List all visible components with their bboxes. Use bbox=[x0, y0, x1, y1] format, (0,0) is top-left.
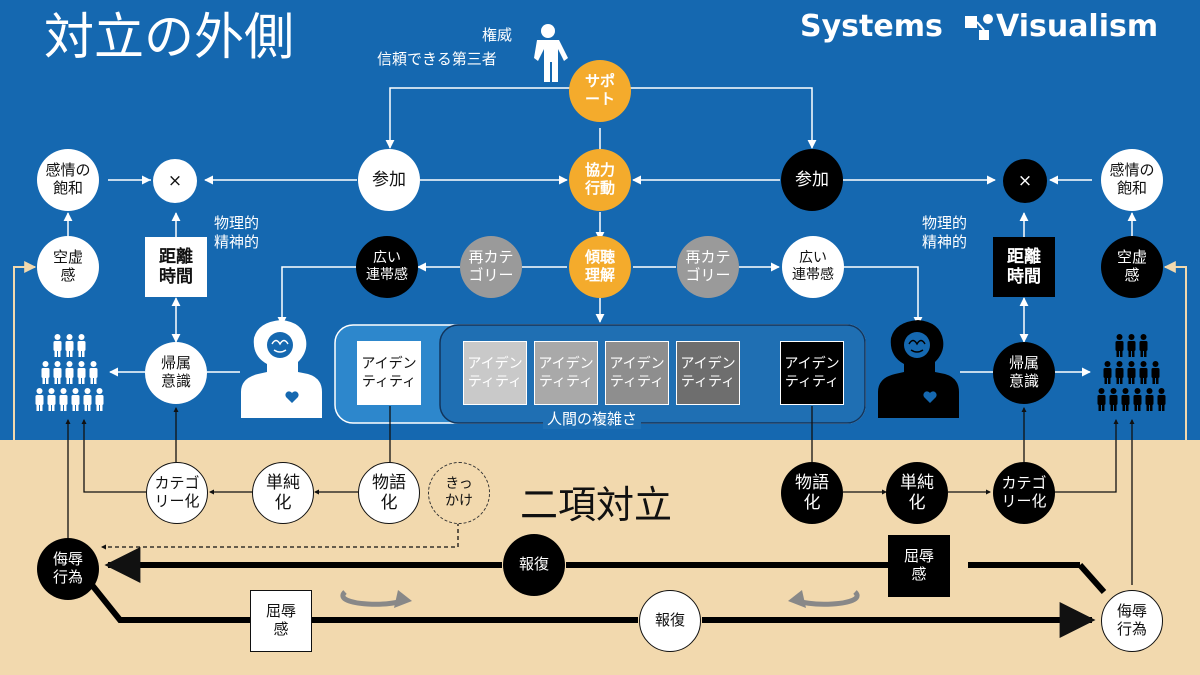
hofuku-top-node: 報復 bbox=[503, 534, 565, 596]
sanka-right-node: 参加 bbox=[781, 149, 843, 211]
kikkake-node: きっかけ bbox=[428, 462, 490, 524]
phys-left-label: 物理的精神的 bbox=[214, 214, 260, 251]
bujoku-right-node: 侮辱行為 bbox=[1101, 590, 1163, 652]
crowd-white-icon bbox=[32, 330, 107, 414]
hiroi-right-node: 広い連帯感 bbox=[782, 236, 844, 298]
page-title: 対立の外側 bbox=[44, 8, 294, 66]
brand-name-left: Systems bbox=[800, 9, 943, 44]
hiroi-left-node: 広い連帯感 bbox=[356, 236, 418, 298]
tanjun-right-node: 単純化 bbox=[886, 462, 948, 524]
authority-label-2: 信頼できる第三者 bbox=[377, 50, 497, 68]
hofuku-bottom-node: 報復 bbox=[639, 590, 701, 652]
category-right-node: カテゴリー化 bbox=[993, 462, 1055, 524]
bujoku-left-node: 侮辱行為 bbox=[37, 538, 99, 600]
person-standing-icon bbox=[534, 24, 568, 82]
identity-grey-box-4: アイデンティティ bbox=[676, 341, 740, 405]
head-brain-heart-white-icon bbox=[241, 320, 322, 418]
monogatari-right-node: 物語化 bbox=[781, 462, 843, 524]
keicho-node: 傾聴理解 bbox=[569, 236, 631, 298]
brand-name-right: Visualism bbox=[996, 9, 1159, 44]
identity-black-box: アイデンティティ bbox=[780, 341, 844, 405]
kizoku-right-node: 帰属意識 bbox=[993, 342, 1055, 404]
nikou-label: 二項対立 bbox=[520, 483, 673, 527]
kutsujoku-bottom-box: 屈辱感 bbox=[250, 590, 312, 652]
kukyo-right-node: 空虚感 bbox=[1101, 236, 1163, 298]
category-left-node: カテゴリー化 bbox=[146, 462, 208, 524]
sanka-left-node: 参加 bbox=[358, 149, 420, 211]
identity-white-box: アイデンティティ bbox=[357, 341, 421, 405]
monogatari-left-node: 物語化 bbox=[358, 462, 420, 524]
kyoryoku-node: 協力行動 bbox=[569, 149, 631, 211]
crowd-black-icon bbox=[1094, 330, 1169, 414]
tanjun-left-node: 単純化 bbox=[252, 462, 314, 524]
complexity-label: 人間の複雑さ bbox=[543, 410, 642, 429]
identity-grey-box-3: アイデンティティ bbox=[605, 341, 669, 405]
phys-right-label: 物理的精神的 bbox=[922, 214, 968, 251]
kanjo-left-node: 感情の飽和 bbox=[37, 149, 99, 211]
support-node: サポート bbox=[569, 60, 631, 122]
times-left-node: × bbox=[153, 159, 197, 203]
kizoku-left-node: 帰属意識 bbox=[145, 342, 207, 404]
kanjo-right-node: 感情の飽和 bbox=[1101, 149, 1163, 211]
kukyo-left-node: 空虚感 bbox=[37, 236, 99, 298]
head-brain-heart-black-icon bbox=[878, 320, 959, 418]
brand-logo-icon bbox=[965, 14, 993, 40]
kyori-left-box: 距離時間 bbox=[145, 237, 207, 297]
authority-label-1: 権威 bbox=[482, 26, 513, 44]
recat-left-node: 再カテゴリー bbox=[460, 236, 522, 298]
kutsujoku-top-box: 屈辱感 bbox=[888, 535, 950, 597]
identity-grey-box-1: アイデンティティ bbox=[463, 341, 527, 405]
times-right-node: × bbox=[1003, 159, 1047, 203]
kyori-right-box: 距離時間 bbox=[993, 237, 1055, 297]
identity-grey-box-2: アイデンティティ bbox=[534, 341, 598, 405]
recat-right-node: 再カテゴリー bbox=[677, 236, 739, 298]
